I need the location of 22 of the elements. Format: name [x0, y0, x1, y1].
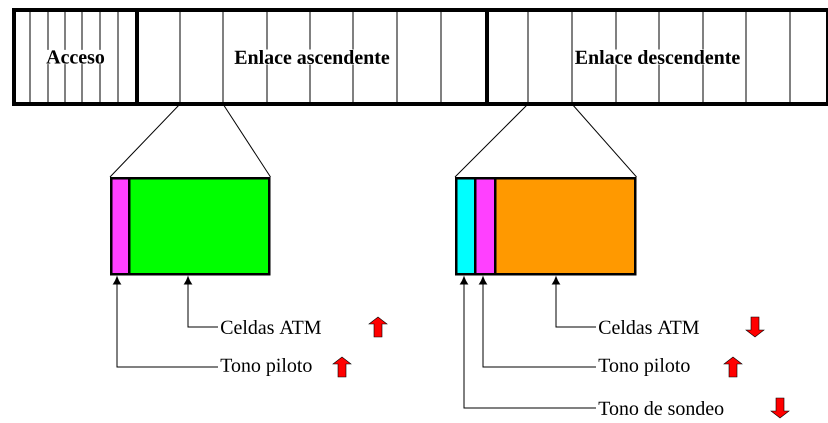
- slot-box: [128, 177, 270, 276]
- leader-line: [184, 276, 218, 328]
- leader-line: [479, 276, 596, 368]
- zoom-line: [222, 104, 271, 178]
- frame-section: Acceso: [12, 8, 139, 106]
- frame-section: Enlace descendente: [485, 8, 828, 106]
- leader-label: Tono piloto: [598, 358, 690, 376]
- leader-label: Celdas ATM: [599, 320, 699, 334]
- slot-box: [494, 177, 636, 276]
- frame-section: Enlace ascendente: [135, 8, 489, 106]
- leader-line: [113, 276, 218, 368]
- slot-box: [455, 177, 476, 276]
- zoom-line: [110, 104, 180, 178]
- leader-label: Tono piloto: [220, 358, 312, 376]
- zoom-line: [572, 104, 637, 178]
- slot-box: [474, 177, 496, 276]
- zoom-line: [454, 104, 528, 178]
- leader-line: [460, 276, 596, 408]
- slot-box: [110, 177, 130, 276]
- leader-label: Celdas ATM: [221, 320, 321, 334]
- leader-label: Tono de sondeo: [598, 401, 724, 415]
- leader-line: [552, 276, 596, 328]
